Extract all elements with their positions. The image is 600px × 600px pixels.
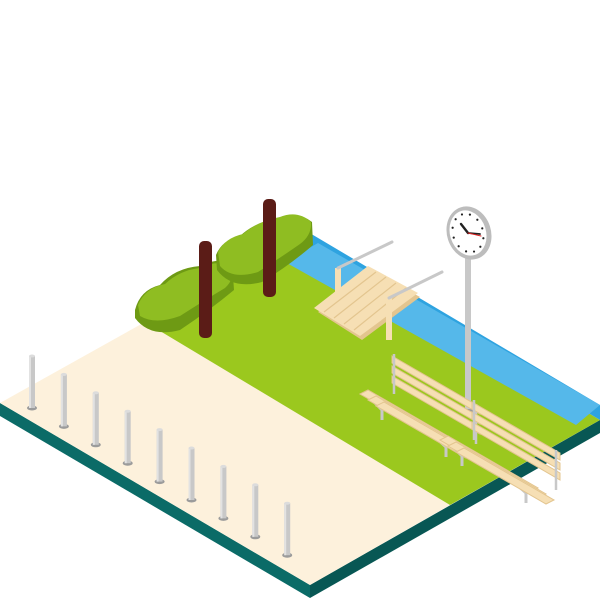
clock-tick: [476, 218, 479, 221]
bollard-group: [27, 354, 293, 558]
tree-trunk-icon: [263, 199, 276, 297]
bollard-icon: [186, 446, 197, 503]
footbridge-icon: [314, 240, 444, 340]
clock-tick: [451, 226, 454, 229]
bollard-icon: [154, 428, 165, 485]
clock-tick: [454, 218, 457, 221]
bench-icon: [438, 400, 561, 505]
clock-tick: [452, 236, 455, 239]
clock-tick: [479, 245, 482, 248]
clock-tick: [482, 237, 485, 240]
bollard-icon: [218, 464, 229, 521]
bollard-icon: [27, 354, 37, 411]
clock-tick: [457, 245, 460, 248]
bollard-icon: [282, 501, 293, 558]
bollard-icon: [90, 391, 101, 448]
tree-trunk-icon: [199, 241, 212, 338]
clock-tick: [468, 213, 472, 216]
sidewalk: [0, 322, 450, 585]
base-right-side: [310, 420, 600, 598]
street-clock-icon: [446, 206, 492, 415]
clock-tick: [472, 250, 476, 253]
clock-tick: [460, 213, 464, 216]
bollard-icon: [122, 409, 133, 466]
bollard-icon: [58, 372, 69, 429]
bollard-icon: [250, 483, 261, 540]
clock-tick: [464, 250, 468, 253]
clock-tick: [481, 227, 484, 230]
grass-lawn: [145, 238, 600, 505]
base-left-side: [0, 403, 310, 598]
